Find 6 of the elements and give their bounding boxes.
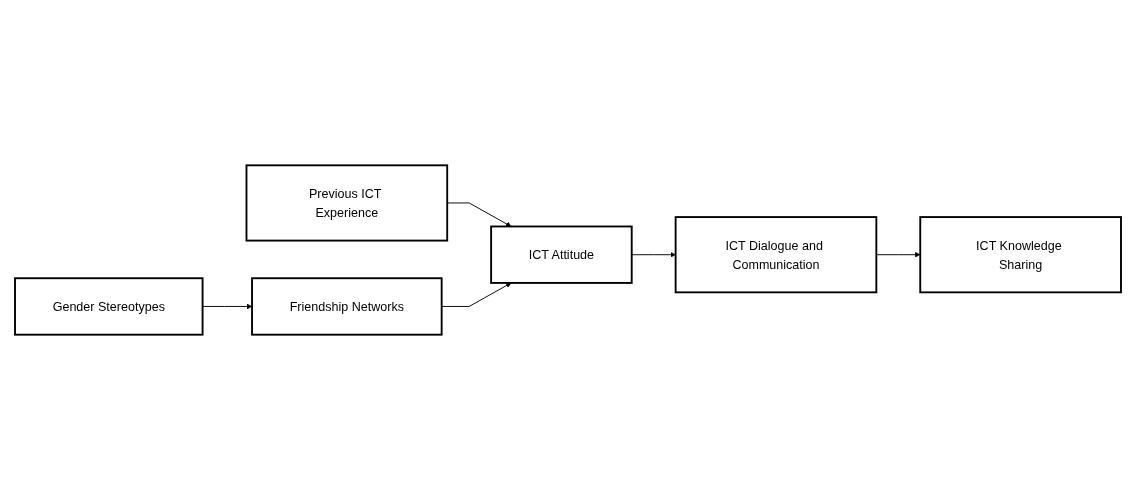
node-box: Previous ICT Experience: [245, 164, 449, 242]
node-box: Gender Stereotypes: [14, 277, 204, 336]
node-box: Friendship Networks: [251, 277, 443, 336]
node-box: ICT Attitude: [490, 225, 633, 284]
node-box: ICT Knowledge Sharing: [919, 216, 1122, 294]
node-box: ICT Dialogue and Communication: [674, 216, 878, 294]
